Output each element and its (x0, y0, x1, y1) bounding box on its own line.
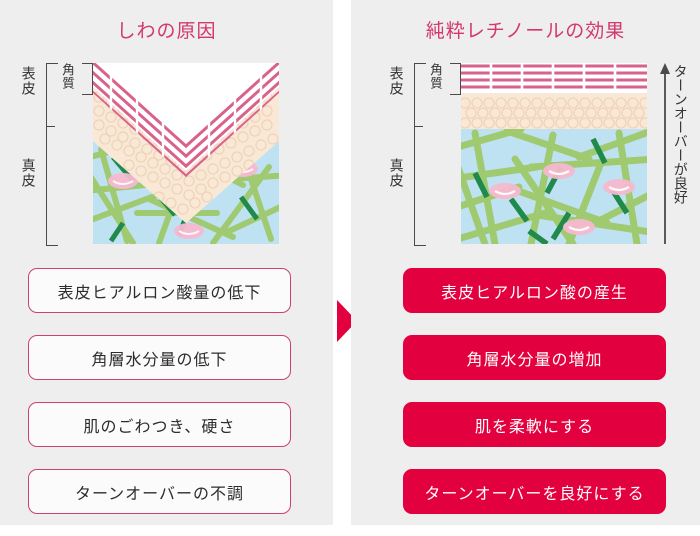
skin-illustration-wrinkled (93, 63, 279, 244)
skin-illustration-smooth (461, 63, 647, 244)
arrow-up-icon (660, 63, 670, 244)
list-item: 角層水分量の増加 (403, 335, 666, 380)
list-item: 肌を柔軟にする (403, 402, 666, 447)
bracket-divider-tick-right (414, 126, 423, 127)
layer-label-epidermis-left: 表皮 (20, 66, 37, 96)
bracket-divider-tick-left (46, 126, 55, 127)
layer-label-corneum-right: 角質 (428, 63, 442, 90)
page-title-left: しわの原因 (116, 21, 217, 42)
bracket-corneum-left (82, 63, 93, 95)
list-item: 表皮ヒアルロン酸量の低下 (28, 268, 291, 313)
layer-label-corneum-left: 角質 (60, 63, 74, 90)
bracket-corneum-right (450, 63, 461, 95)
triangle-right-icon (336, 299, 358, 343)
layer-label-dermis-left: 真皮 (20, 158, 37, 188)
bullet-list-right: 表皮ヒアルロン酸の産生 角層水分量の増加 肌を柔軟にする ターンオーバーを良好に… (403, 268, 666, 536)
bullet-list-left: 表皮ヒアルロン酸量の低下 角層水分量の低下 肌のごわつき、硬さ ターンオーバーの… (28, 268, 291, 536)
bracket-epidermis-dermis-left (46, 63, 58, 246)
turnover-label: ターンオーバーが良好 (672, 64, 689, 204)
list-item: 表皮ヒアルロン酸の産生 (403, 268, 666, 313)
list-item: 角層水分量の低下 (28, 335, 291, 380)
layer-label-epidermis-right: 表皮 (388, 66, 405, 96)
infographic-root: しわの原因 表皮 真皮 角質 (0, 0, 700, 525)
bracket-epidermis-dermis-right (414, 63, 426, 246)
list-item: ターンオーバーを良好にする (403, 469, 666, 514)
list-item: ターンオーバーの不調 (28, 469, 291, 514)
page-title-right: 純粋レチノールの効果 (425, 21, 626, 42)
list-item: 肌のごわつき、硬さ (28, 402, 291, 447)
layer-label-dermis-right: 真皮 (388, 158, 405, 188)
